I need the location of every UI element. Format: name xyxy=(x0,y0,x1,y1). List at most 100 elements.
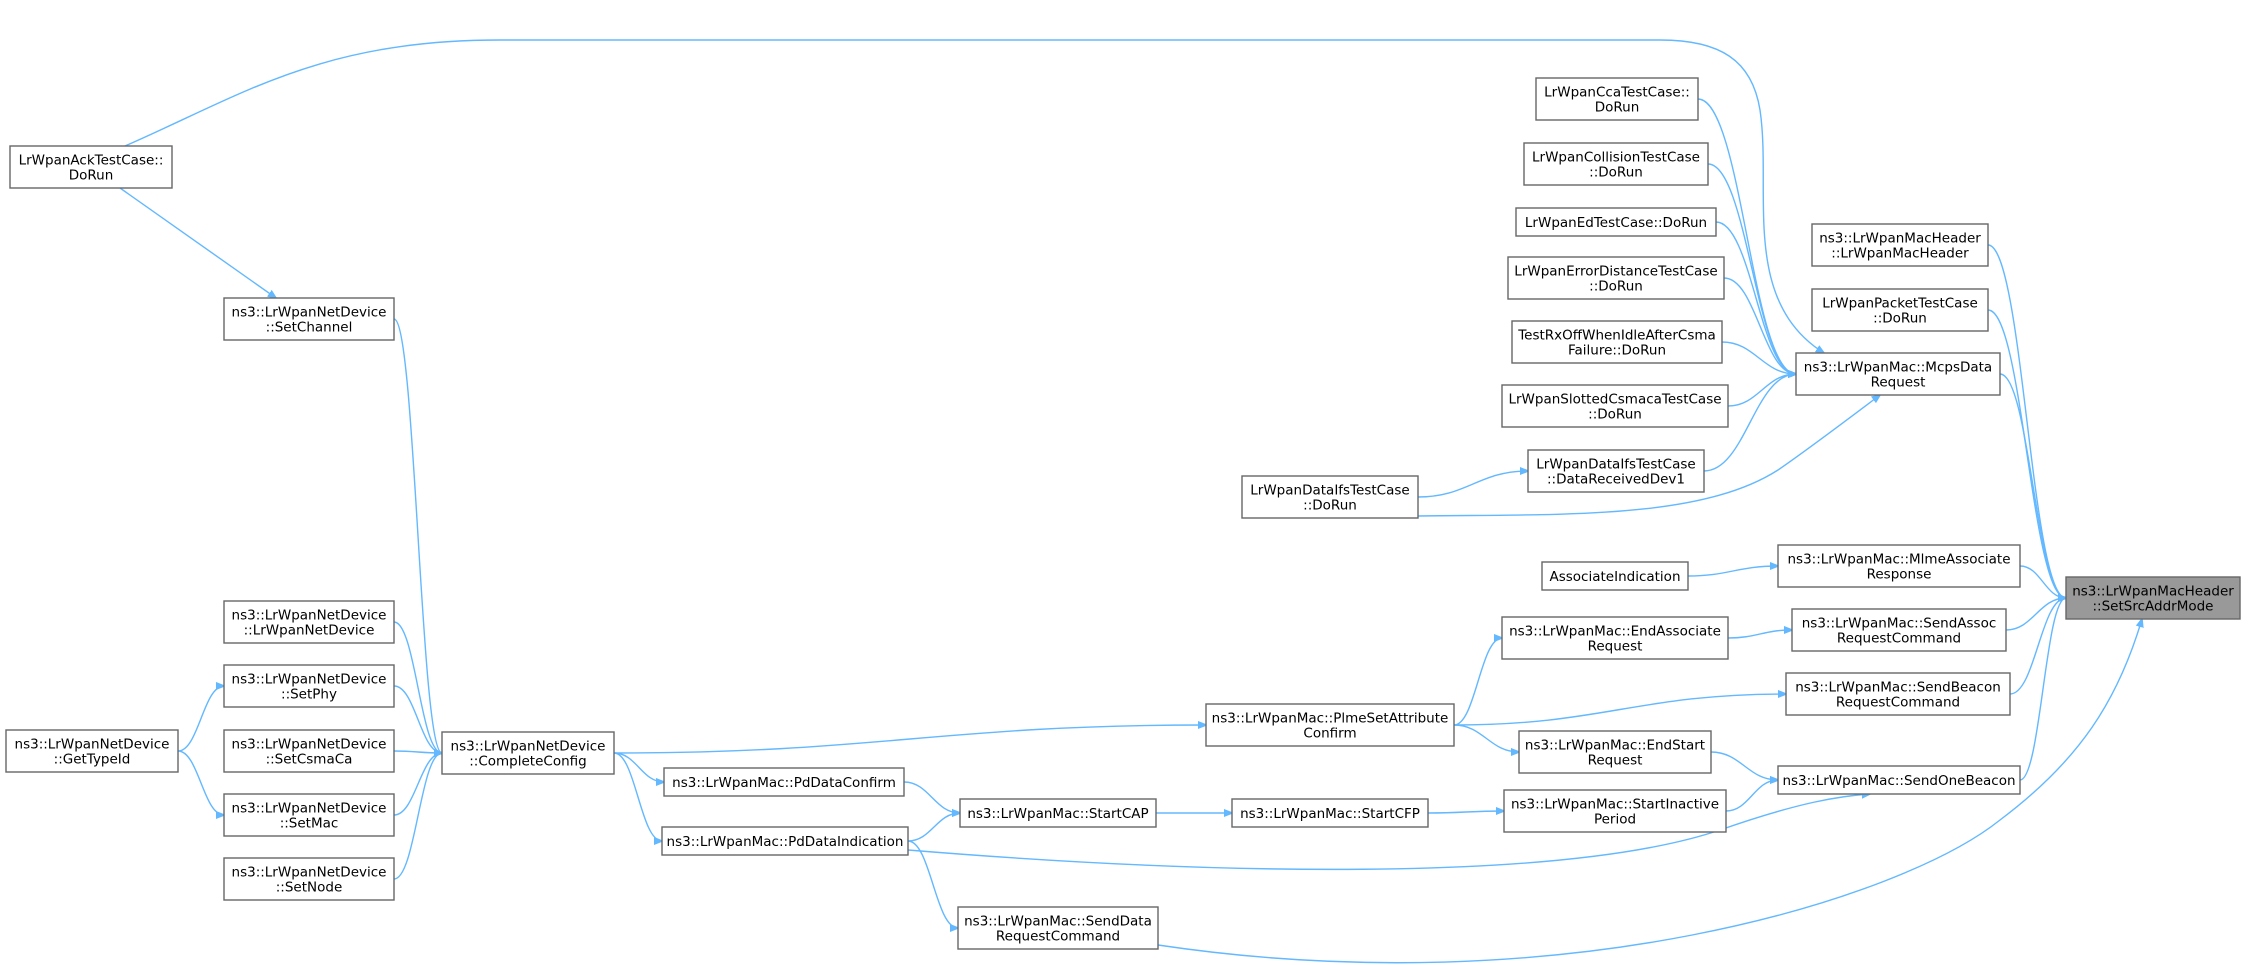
node-label-line: ns3::LrWpanNetDevice xyxy=(232,737,387,753)
node-label-line: ns3::LrWpanMac::MlmeAssociate xyxy=(1788,552,2011,568)
node-label-line: LrWpanAckTestCase:: xyxy=(19,153,164,169)
edge-line xyxy=(1453,724,1519,752)
node-pdind[interactable]: ns3::LrWpanMac::PdDataIndication xyxy=(661,826,909,856)
node-devctor[interactable]: ns3::LrWpanNetDevice::LrWpanNetDevice xyxy=(223,600,395,644)
node-gettypeid[interactable]: ns3::LrWpanNetDevice::GetTypeId xyxy=(5,729,179,773)
edge-plme-to-endassoc xyxy=(1453,638,1502,726)
edge-line xyxy=(1453,638,1502,726)
node-label-line: Request xyxy=(1871,375,1926,391)
node-box xyxy=(1795,352,2001,396)
node-label-line: ::DoRun xyxy=(1589,279,1643,295)
edge-line xyxy=(1725,780,1778,812)
node-label-line: Confirm xyxy=(1303,726,1356,742)
node-label-line: ::DoRun xyxy=(1589,165,1643,181)
edge-line xyxy=(177,686,224,752)
node-pdconfirm[interactable]: ns3::LrWpanMac::PdDataConfirm xyxy=(663,767,905,797)
node-setcsma[interactable]: ns3::LrWpanNetDevice::SetCsmaCa xyxy=(223,729,395,773)
node-box xyxy=(1515,207,1717,237)
node-label-line: ::DoRun xyxy=(1303,498,1357,514)
node-label-line: Failure::DoRun xyxy=(1568,343,1666,359)
edge-setphy-to-complete xyxy=(393,685,442,753)
node-label-line: ns3::LrWpanMacHeader xyxy=(1819,231,1981,247)
node-label-line: ns3::LrWpanMac::PdDataConfirm xyxy=(672,775,896,791)
edge-line xyxy=(1723,277,1796,374)
node-box xyxy=(1501,616,1729,660)
node-box xyxy=(223,297,395,341)
node-label-line: ns3::LrWpanMac::SendBeacon xyxy=(1795,680,2001,696)
edge-ifsrecv-to-mcps xyxy=(1703,374,1796,472)
edge-startinactive-to-sendone xyxy=(1725,780,1778,812)
edge-rxoff-to-mcps xyxy=(1721,341,1796,374)
node-label-line: ::SetNode xyxy=(276,880,343,896)
node-label-line: ::SetMac xyxy=(280,816,339,832)
node-pkttest[interactable]: LrWpanPacketTestCase::DoRun xyxy=(1811,288,1989,332)
node-errdist[interactable]: LrWpanErrorDistanceTestCase::DoRun xyxy=(1507,256,1725,300)
node-label-line: DoRun xyxy=(1595,100,1640,116)
edge-startcfp-to-startinactive xyxy=(1427,811,1504,813)
node-sendone[interactable]: ns3::LrWpanMac::SendOneBeacon xyxy=(1777,765,2021,795)
node-label-line: ::DoRun xyxy=(1588,407,1642,423)
node-label-line: ns3::LrWpanMac::SendData xyxy=(964,914,1152,930)
node-box xyxy=(1518,730,1712,774)
edge-line xyxy=(1687,566,1778,577)
edge-pdind-to-startcap xyxy=(907,813,960,842)
node-box xyxy=(2065,576,2241,620)
node-label-line: LrWpanCollisionTestCase xyxy=(1532,150,1700,166)
node-setnode[interactable]: ns3::LrWpanNetDevice::SetNode xyxy=(223,857,395,901)
node-box xyxy=(223,600,395,644)
edge-line xyxy=(613,752,664,782)
edge-setnode-to-complete xyxy=(393,753,442,880)
node-label-line: ns3::LrWpanMac::EndStart xyxy=(1525,738,1705,754)
node-ctor[interactable]: ns3::LrWpanMacHeader::LrWpanMacHeader xyxy=(1811,223,1989,267)
node-slotted[interactable]: LrWpanSlottedCsmacaTestCase::DoRun xyxy=(1501,384,1729,428)
node-colltest[interactable]: LrWpanCollisionTestCase::DoRun xyxy=(1523,142,1709,186)
node-label-line: ::SetCsmaCa xyxy=(266,752,353,768)
node-acktest[interactable]: LrWpanAckTestCase::DoRun xyxy=(9,145,173,189)
edge-assocind-to-mlmeassoc xyxy=(1687,566,1778,577)
node-startcfp[interactable]: ns3::LrWpanMac::StartCFP xyxy=(1231,798,1429,828)
node-box xyxy=(223,793,395,837)
node-complete[interactable]: ns3::LrWpanNetDevice::CompleteConfig xyxy=(441,731,615,775)
node-label-line: Request xyxy=(1588,753,1643,769)
edge-setchannel-to-complete xyxy=(393,318,442,753)
node-ccatest[interactable]: LrWpanCcaTestCase::DoRun xyxy=(1535,77,1699,121)
edge-line xyxy=(124,39,1824,353)
edge-pdind-to-sendone xyxy=(907,794,1870,871)
node-box xyxy=(959,798,1157,828)
node-box xyxy=(1523,142,1709,186)
edge-line xyxy=(1703,374,1796,472)
node-box xyxy=(1231,798,1429,828)
edge-line xyxy=(907,840,958,928)
edge-line xyxy=(1715,221,1796,374)
node-label-line: LrWpanDataIfsTestCase xyxy=(1536,457,1695,473)
node-setphy[interactable]: ns3::LrWpanNetDevice::SetPhy xyxy=(223,664,395,708)
node-label-line: ns3::LrWpanMac::EndAssociate xyxy=(1509,624,1721,640)
edge-line xyxy=(1999,373,2066,598)
edge-ifsrun-to-mcps xyxy=(1417,395,1880,517)
node-setmac[interactable]: ns3::LrWpanNetDevice::SetMac xyxy=(223,793,395,837)
node-edtest[interactable]: LrWpanEdTestCase::DoRun xyxy=(1515,207,1717,237)
node-assocind[interactable]: AssociateIndication xyxy=(1541,561,1689,591)
node-label-line: AssociateIndication xyxy=(1549,569,1680,585)
edge-complete-to-plme xyxy=(613,725,1206,754)
node-startcap[interactable]: ns3::LrWpanMac::StartCAP xyxy=(959,798,1157,828)
edge-line xyxy=(1157,619,2142,964)
node-ifsrecv[interactable]: LrWpanDataIfsTestCase::DataReceivedDev1 xyxy=(1527,449,1705,493)
edge-devctor-to-complete xyxy=(393,621,442,753)
node-label-line: RequestCommand xyxy=(1836,695,1960,711)
node-setsrc[interactable]: ns3::LrWpanMacHeader::SetSrcAddrMode xyxy=(2065,576,2241,620)
node-setchannel[interactable]: ns3::LrWpanNetDevice::SetChannel xyxy=(223,297,395,341)
node-label-line: ::LrWpanMacHeader xyxy=(1831,246,1969,262)
node-ifsrun[interactable]: LrWpanDataIfsTestCase::DoRun xyxy=(1241,475,1419,519)
